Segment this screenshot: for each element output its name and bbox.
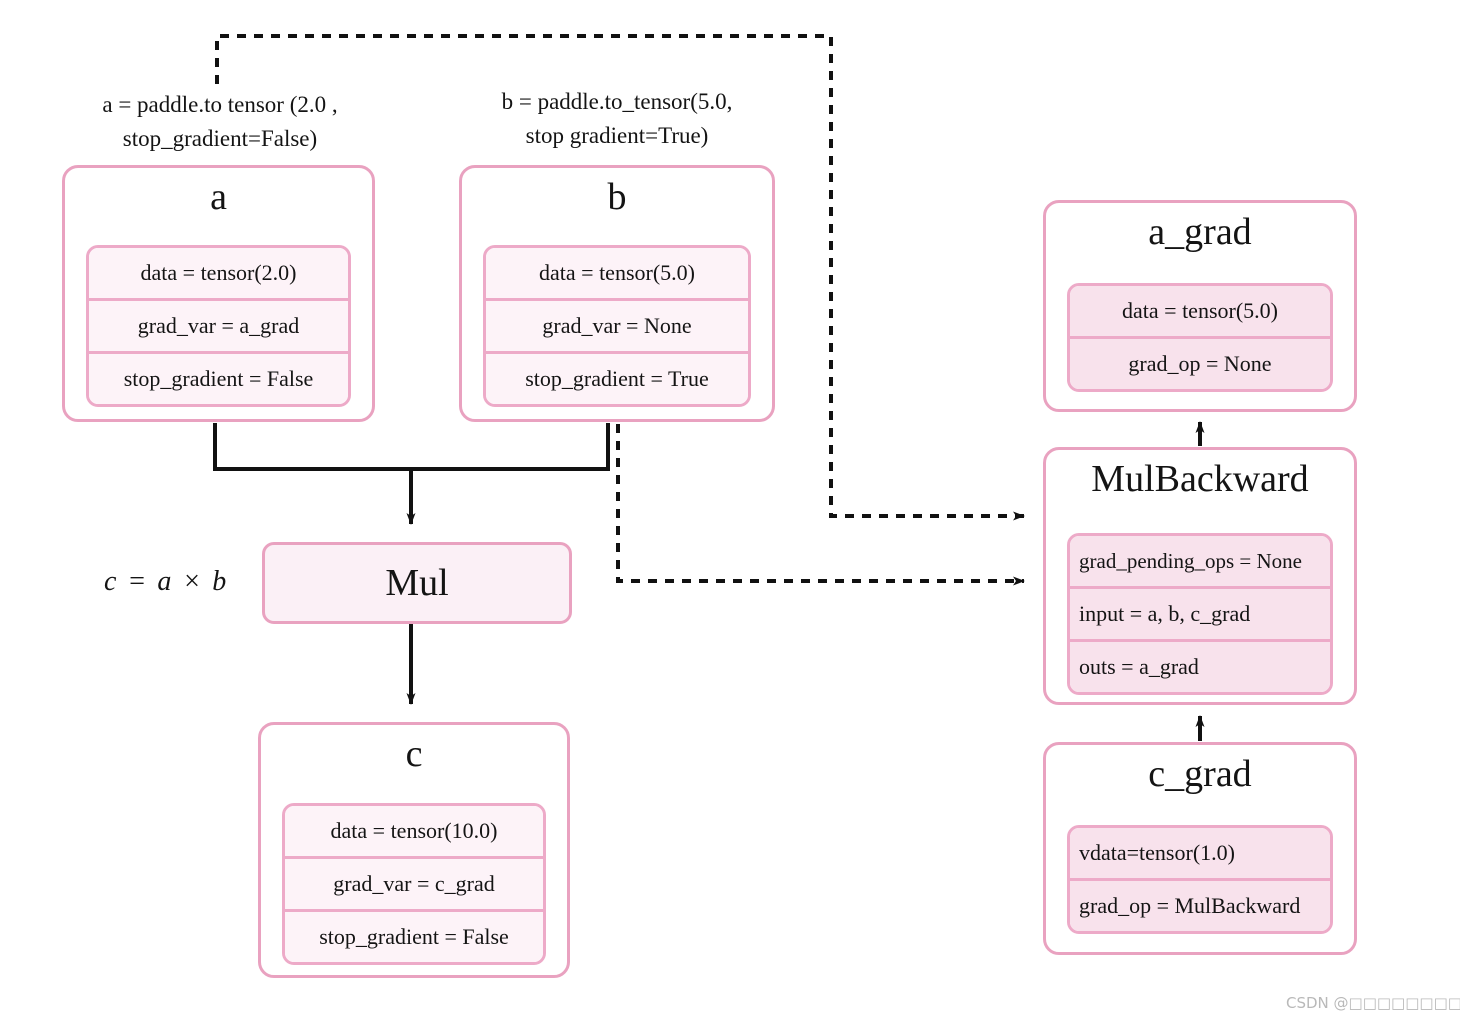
node-c-grad-row-grad-op: grad_op = MulBackward xyxy=(1070,878,1330,931)
node-a-row-grad-var: grad_var = a_grad xyxy=(89,298,348,351)
node-c-row-grad-var: grad_var = c_grad xyxy=(285,856,543,909)
node-c: c data = tensor(10.0) grad_var = c_grad … xyxy=(258,722,570,978)
node-a-grad-title: a_grad xyxy=(1148,211,1252,253)
node-c-grad-row-vdata: vdata=tensor(1.0) xyxy=(1070,828,1330,878)
node-mul: Mul xyxy=(262,542,572,624)
node-mul-backward-title: MulBackward xyxy=(1091,458,1309,500)
node-b-rows: data = tensor(5.0) grad_var = None stop_… xyxy=(483,245,751,407)
a-definition-line1: a = paddle.to tensor (2.0 , xyxy=(102,92,338,117)
node-a: a data = tensor(2.0) grad_var = a_grad s… xyxy=(62,165,375,422)
node-b-row-stop-gradient: stop_gradient = True xyxy=(486,351,748,404)
node-mul-backward-row-outs: outs = a_grad xyxy=(1070,639,1330,692)
node-a-title: a xyxy=(210,176,227,218)
b-definition-label: b = paddle.to_tensor(5.0, stop gradient=… xyxy=(437,85,797,153)
formula-c-equals-a-times-b: c = a × b xyxy=(104,566,229,597)
node-mul-backward-row-input: input = a, b, c_grad xyxy=(1070,586,1330,639)
node-a-grad-row-data: data = tensor(5.0) xyxy=(1070,286,1330,336)
node-mul-backward: MulBackward grad_pending_ops = None inpu… xyxy=(1043,447,1357,705)
a-definition-line2: stop_gradient=False) xyxy=(122,126,318,151)
node-c-grad-rows: vdata=tensor(1.0) grad_op = MulBackward xyxy=(1067,825,1333,934)
node-b: b data = tensor(5.0) grad_var = None sto… xyxy=(459,165,775,422)
b-definition-line2: stop gradient=True) xyxy=(525,123,709,148)
node-c-row-data: data = tensor(10.0) xyxy=(285,806,543,856)
node-mul-backward-rows: grad_pending_ops = None input = a, b, c_… xyxy=(1067,533,1333,695)
node-c-grad: c_grad vdata=tensor(1.0) grad_op = MulBa… xyxy=(1043,742,1357,955)
csdn-watermark: CSDN @□□□□□□□□ □ □□ xyxy=(1286,994,1460,1012)
node-a-grad-rows: data = tensor(5.0) grad_op = None xyxy=(1067,283,1333,392)
node-b-title: b xyxy=(607,176,627,218)
node-c-grad-title: c_grad xyxy=(1148,753,1252,795)
node-a-grad: a_grad data = tensor(5.0) grad_op = None xyxy=(1043,200,1357,412)
node-a-rows: data = tensor(2.0) grad_var = a_grad sto… xyxy=(86,245,351,407)
node-mul-backward-row-grad-pending-ops: grad_pending_ops = None xyxy=(1070,536,1330,586)
node-c-title: c xyxy=(405,733,423,775)
node-a-row-data: data = tensor(2.0) xyxy=(89,248,348,298)
node-a-row-stop-gradient: stop_gradient = False xyxy=(89,351,348,404)
node-b-row-grad-var: grad_var = None xyxy=(486,298,748,351)
node-c-row-stop-gradient: stop_gradient = False xyxy=(285,909,543,962)
node-a-grad-row-grad-op: grad_op = None xyxy=(1070,336,1330,389)
node-b-row-data: data = tensor(5.0) xyxy=(486,248,748,298)
a-definition-label: a = paddle.to tensor (2.0 , stop_gradien… xyxy=(40,88,400,156)
b-definition-line1: b = paddle.to_tensor(5.0, xyxy=(501,89,733,114)
edge-b-to-mulbackward-dashed xyxy=(616,424,1025,586)
node-c-rows: data = tensor(10.0) grad_var = c_grad st… xyxy=(282,803,546,965)
